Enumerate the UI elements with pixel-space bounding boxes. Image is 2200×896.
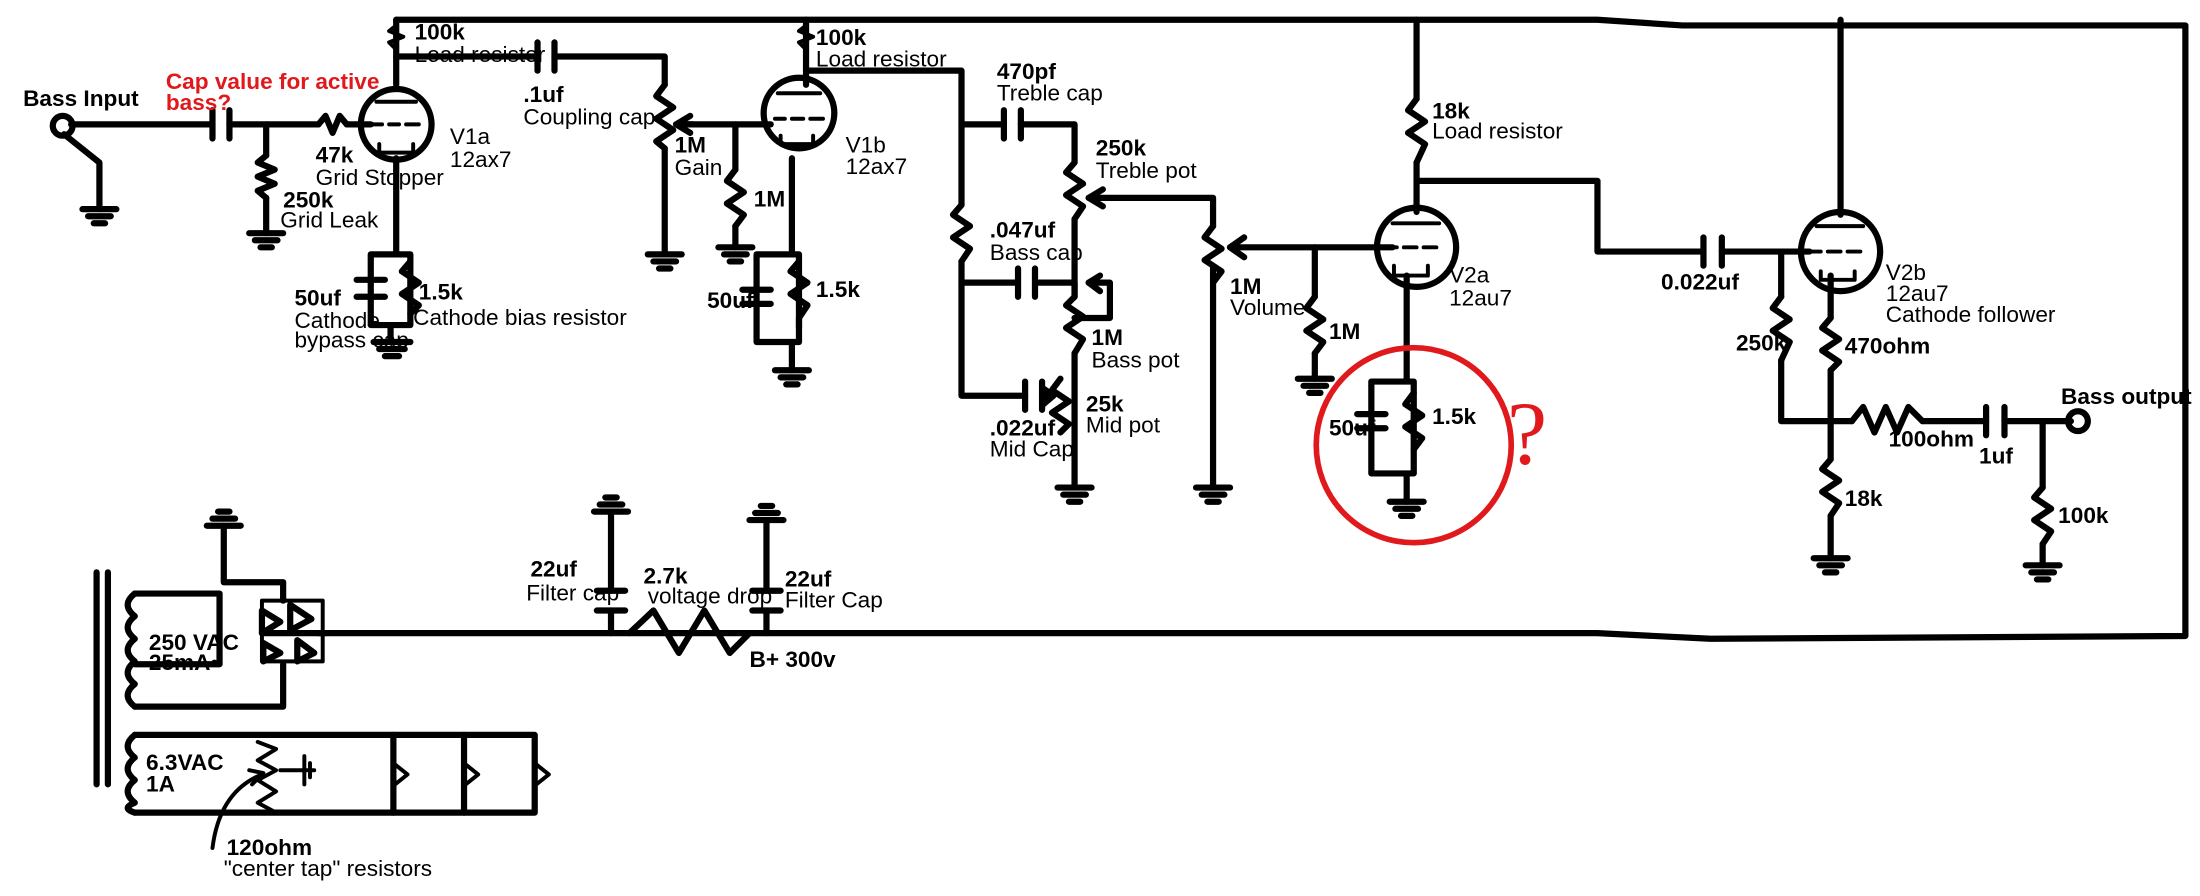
label-mid-value: 25k — [1086, 391, 1124, 416]
label-c047-value: .047uf — [990, 217, 1056, 242]
power-transformer — [93, 569, 138, 816]
label-cap-question-2: bass? — [166, 90, 231, 115]
label-c50-1-value: 50uf — [294, 285, 341, 310]
label-v2b-name: V2b — [1886, 260, 1926, 285]
input-jack-icon — [49, 112, 76, 139]
heater-center-tap — [210, 739, 317, 850]
label-volume-value: 1M — [1230, 274, 1261, 299]
label-c0022-value: 0.022uf — [1661, 270, 1739, 295]
label-volume-name: Volume — [1230, 295, 1305, 320]
label-v1b-name: V1b — [846, 133, 886, 158]
resistors — [254, 23, 2055, 657]
label-r1m-grid-value: 1M — [754, 186, 785, 211]
label-c470-value: 470pf — [997, 59, 1057, 84]
label-c1uf-value: 1uf — [1979, 444, 2013, 469]
filament-loads — [391, 761, 551, 788]
label-v2b-type: 12au7 — [1886, 281, 1949, 306]
label-v2a-type: 12au7 — [1449, 285, 1512, 310]
label-r250k-name: Grid Leak — [280, 208, 379, 233]
label-lv-2: 1A — [146, 771, 175, 796]
label-c022-value: .022uf — [990, 415, 1056, 440]
labels: Bass Input Cap value for active bass? 10… — [23, 20, 2192, 882]
label-c50-1-name-1: Cathode — [294, 308, 379, 333]
label-r100k-2-name: Load resistor — [816, 46, 947, 71]
label-r250k-2-value: 250k — [1736, 330, 1787, 355]
label-r100ohm-value: 100ohm — [1889, 427, 1974, 452]
label-v1a-type: 12ax7 — [450, 147, 512, 172]
label-bass-input: Bass Input — [23, 86, 139, 111]
label-cap-question-1: Cap value for active — [166, 69, 380, 94]
capacitors — [209, 39, 2008, 614]
wires — [60, 16, 2189, 816]
label-treble-name: Treble pot — [1096, 158, 1198, 183]
label-drop-name: voltage drop — [648, 583, 772, 608]
label-r47k-name: Grid Stopper — [316, 165, 445, 190]
label-c50-2-value: 50uf — [707, 288, 754, 313]
label-r470-value: 470ohm — [1845, 333, 1930, 358]
label-rk1-name: Cathode bias resistor — [413, 305, 627, 330]
tube-v2a — [1373, 204, 1460, 290]
label-bass-value: 1M — [1092, 325, 1123, 350]
label-c047-name: Bass cap — [990, 240, 1083, 265]
label-rk2-value: 1.5k — [816, 277, 860, 302]
label-hv-2: 25mA• — [149, 650, 219, 675]
label-r18k-value: 18k — [1432, 99, 1470, 124]
question-mark: ? — [1507, 383, 1547, 484]
grounds — [79, 206, 2063, 583]
label-c470-name: Treble cap — [997, 80, 1103, 105]
label-treble-value: 250k — [1096, 135, 1147, 160]
label-c50-3-value: 50uf — [1329, 415, 1376, 440]
label-r250k-value: 250k — [283, 188, 334, 213]
label-lv-1: 6.3VAC — [146, 750, 224, 775]
label-r100k-out-value: 100k — [2058, 503, 2109, 528]
label-gain-name: Gain — [675, 155, 723, 180]
label-c50-1-name-2: bypass cap — [294, 328, 408, 353]
label-rk3-value: 1.5k — [1432, 404, 1476, 429]
label-v1b-type: 12ax7 — [846, 154, 908, 179]
label-r100k-2-value: 100k — [816, 25, 867, 50]
tube-v1a — [357, 85, 435, 163]
bridge-rectifier — [258, 598, 325, 665]
label-c1-value: .1uf — [523, 82, 564, 107]
label-r1-value: 100k — [415, 20, 466, 45]
label-hv-1: 250 VAC — [149, 630, 239, 655]
label-r18k-name: Load resistor — [1432, 118, 1563, 143]
label-r18k-2-value: 18k — [1845, 486, 1883, 511]
label-bplus: B+ 300v — [750, 647, 837, 672]
label-filt1-value: 22uf — [530, 557, 577, 582]
label-v1a-name: V1a — [450, 124, 491, 149]
label-c022-name: Mid Cap — [990, 436, 1074, 461]
label-drop-value: 2.7k — [644, 564, 688, 589]
output-jack-icon — [2064, 408, 2091, 435]
vacuum-tubes — [357, 74, 1884, 295]
label-v2b-role: Cathode follower — [1886, 302, 2056, 327]
label-gain-value: 1M — [675, 133, 706, 158]
label-filt2-value: 22uf — [785, 566, 832, 591]
label-ct-1: 120ohm — [227, 835, 312, 860]
label-r47k-value: 47k — [316, 143, 354, 168]
label-bass-output: Bass output — [2061, 384, 2192, 409]
label-r1m-v2-value: 1M — [1329, 319, 1360, 344]
label-ct-2: "center tap" resistors — [224, 856, 432, 881]
label-c1-name: Coupling cap — [523, 104, 655, 129]
tube-v2b — [1797, 208, 1884, 295]
label-bass-name: Bass pot — [1092, 347, 1181, 372]
label-rk1-value: 1.5k — [419, 280, 463, 305]
label-mid-name: Mid pot — [1086, 412, 1161, 437]
tube-v1b — [760, 74, 838, 152]
label-r1-name: Load resistor — [415, 42, 546, 67]
question-circle — [1313, 344, 1515, 546]
label-filt2-name: Filter Cap — [785, 588, 883, 613]
label-filt1-name: Filter cap — [526, 581, 619, 606]
label-v2a-name: V2a — [1449, 263, 1490, 288]
